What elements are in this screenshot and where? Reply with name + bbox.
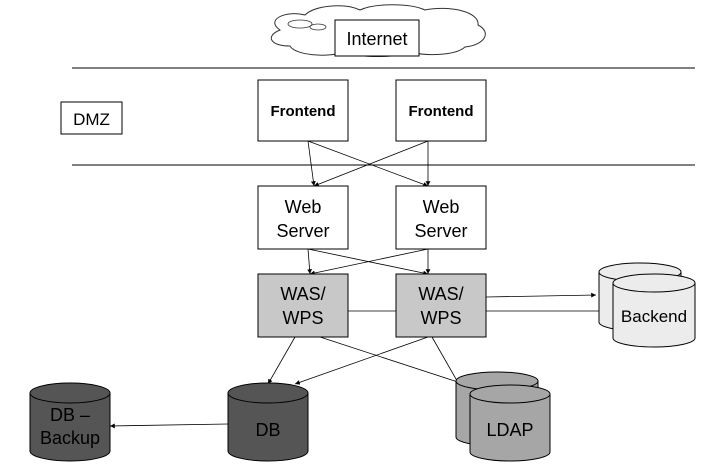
conn-ws1-was1	[307, 248, 313, 275]
internet-cloud: Internet	[270, 4, 486, 57]
conn-db-backup	[109, 423, 229, 429]
web-server-1-line1: Web	[285, 197, 322, 217]
conn-ws2-was1	[309, 248, 429, 276]
web-server-box-1	[257, 185, 349, 250]
web-server-2-line1: Web	[423, 197, 460, 217]
db-label: DB	[255, 420, 280, 440]
connections	[109, 140, 610, 429]
conn-fe2-ws1	[313, 140, 429, 187]
web-server-1-line2: Server	[276, 221, 329, 241]
db-backup-cylinder	[29, 382, 111, 462]
app-server-box-1	[257, 273, 349, 338]
dmz-label: DMZ	[73, 110, 110, 129]
web-server-2-line2: Server	[414, 221, 467, 241]
app-server-1-line2: WPS	[282, 308, 323, 328]
frontend-box-2	[395, 79, 487, 142]
frontend-box-1	[257, 79, 349, 142]
app-server-box-2	[395, 273, 487, 338]
app-server-2-line1: WAS/	[418, 284, 463, 304]
internet-box	[334, 19, 420, 57]
db-backup-line1: DB –	[50, 405, 90, 425]
conn-was2-backend-a	[485, 292, 597, 298]
internet-label: Internet	[346, 29, 407, 49]
web-server-box-2	[395, 185, 487, 250]
db-backup-line2: Backup	[40, 428, 100, 448]
app-server-1-line1: WAS/	[280, 284, 325, 304]
conn-was2-ldap	[431, 336, 461, 387]
ldap-cylinder	[455, 371, 551, 462]
backend-cylinder	[598, 262, 696, 348]
frontend-label-2: Frontend	[409, 103, 474, 120]
conn-was1-db	[267, 336, 296, 385]
dmz-box	[60, 101, 123, 135]
backend-label: Backend	[621, 307, 687, 326]
conn-fe1-ws1	[307, 140, 316, 187]
frontend-label-1: Frontend	[271, 103, 336, 120]
ldap-label: LDAP	[486, 420, 533, 440]
db-cylinder	[227, 382, 309, 462]
conn-was2-db	[294, 336, 429, 385]
conn-fe1-ws2	[307, 140, 429, 187]
app-server-2-line2: WPS	[420, 308, 461, 328]
conn-was1-ldap	[319, 336, 471, 387]
